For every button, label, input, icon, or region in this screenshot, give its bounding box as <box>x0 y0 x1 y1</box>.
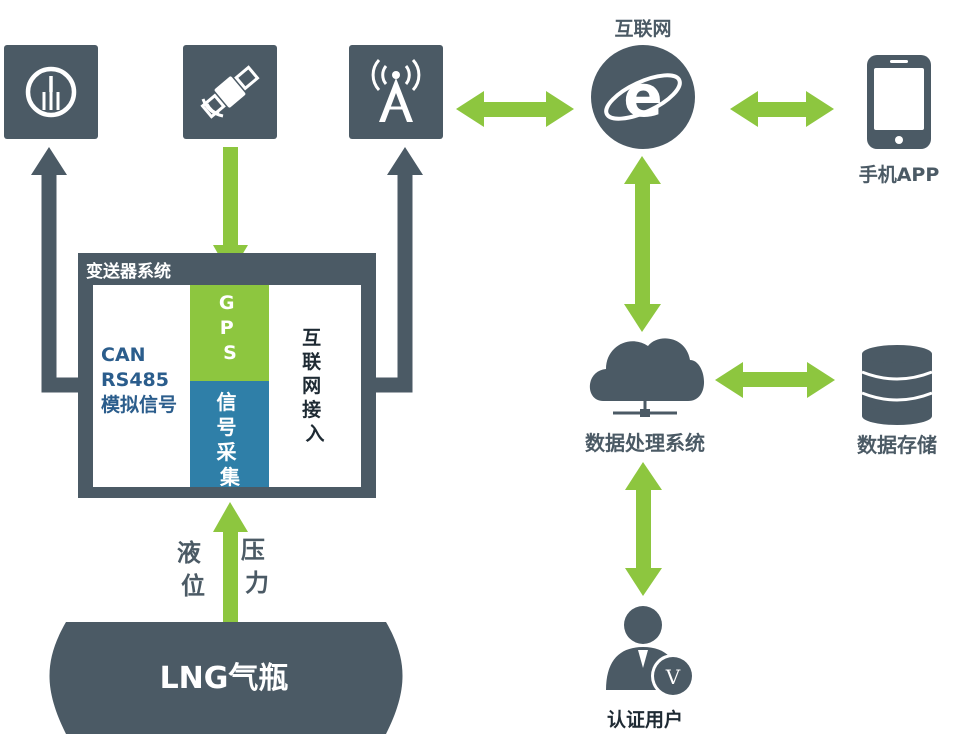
tank-label: LNG气瓶 <box>160 661 289 696</box>
gps-char: P <box>220 317 234 339</box>
arrow-to-gauge <box>31 147 78 393</box>
smartphone-icon <box>867 55 931 149</box>
net-char: 互 <box>302 327 321 349</box>
svg-text:信 号 采 集: 信 号 采 集 <box>217 390 244 489</box>
cloud-server-icon <box>589 338 705 417</box>
svg-text:互 联 网 接: 互 联 网 接 入 <box>302 327 328 445</box>
svg-text:压 力: 压 力 <box>241 536 273 597</box>
gps-char: G <box>219 292 235 314</box>
signal-char: 号 <box>217 415 237 439</box>
phone-label: 手机APP <box>859 163 940 186</box>
net-char: 联 <box>302 351 321 373</box>
svg-text:液 位: 液 位 <box>177 539 209 600</box>
level-char: 位 <box>181 572 205 600</box>
antenna-tile <box>349 45 443 139</box>
gps-char: S <box>223 342 237 364</box>
arrow-to-antenna <box>376 147 423 393</box>
gauge-icon <box>25 66 77 118</box>
internet-label: 互联网 <box>614 18 671 40</box>
user-node: V 认证用户 <box>606 606 695 731</box>
pressure-char: 力 <box>245 569 269 597</box>
arrow-internet-phone <box>730 91 834 127</box>
antenna-icon <box>371 58 421 122</box>
phone-node: 手机APP <box>859 55 940 186</box>
interface-analog: 模拟信号 <box>101 393 177 416</box>
arrow-processing-storage <box>715 362 835 398</box>
signal-char: 集 <box>219 465 241 489</box>
internet-node: e <box>591 45 695 149</box>
pressure-char: 压 <box>241 536 265 564</box>
arrow-antenna-internet <box>456 91 574 127</box>
gps-section <box>190 285 269 381</box>
level-char: 液 <box>177 539 201 567</box>
arrow-processing-user <box>625 462 662 596</box>
transmitter-system: 变送器系统 G P S 信 号 采 集 CAN RS485 模拟信号 互 联 网… <box>78 253 376 498</box>
user-badge-text: V <box>665 665 681 689</box>
interface-can: CAN <box>101 344 146 366</box>
processing-label: 数据处理系统 <box>585 431 705 455</box>
net-char: 网 <box>302 375 321 397</box>
signal-collection-section <box>190 381 269 487</box>
internet-explorer-icon: e <box>604 62 682 130</box>
arrow-internet-processing <box>624 156 661 332</box>
interface-rs485: RS485 <box>101 369 169 391</box>
net-char: 入 <box>305 423 324 445</box>
storage-node: 数据存储 <box>857 345 937 457</box>
certified-user-icon: V <box>606 606 695 698</box>
transmitter-title: 变送器系统 <box>86 261 171 282</box>
svg-text:CAN RS485 模拟信号: CAN RS485 模拟信号 <box>101 344 177 416</box>
user-label: 认证用户 <box>607 708 683 731</box>
processing-node: 数据处理系统 <box>585 338 705 455</box>
arrow-tank-to-transmitter <box>213 502 248 622</box>
storage-label: 数据存储 <box>857 433 937 457</box>
svg-text:e: e <box>623 62 662 130</box>
net-char: 接 <box>302 399 321 421</box>
gauge-tile <box>4 45 98 139</box>
satellite-icon <box>200 65 260 119</box>
svg-text:G P S: G P S <box>219 292 241 364</box>
lng-tank: LNG气瓶 <box>49 622 403 734</box>
signal-char: 信 <box>217 390 237 414</box>
database-icon <box>861 345 933 425</box>
signal-char: 采 <box>217 440 237 464</box>
satellite-tile <box>183 45 277 139</box>
